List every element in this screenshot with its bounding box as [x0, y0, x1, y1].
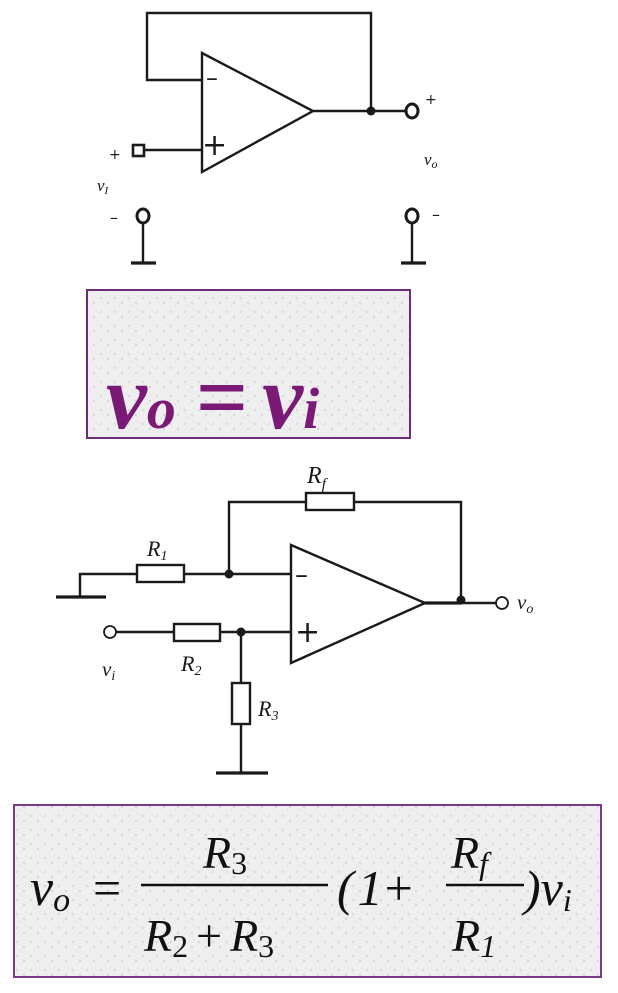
formula-denominator: R2+R3: [143, 910, 274, 964]
resistor-r2: [172, 622, 222, 643]
label-vi: vi: [102, 657, 115, 684]
input-minus-label: –: [110, 208, 118, 227]
formula-amplifier-box: vo = R3 R2+R3 (1+ Rf R1 )vi: [13, 804, 602, 978]
output-voltage-label: vo: [424, 150, 438, 171]
formula-follower-box: vo=vi: [86, 289, 411, 448]
resistor-rf: [304, 491, 356, 512]
amp-output-junction: [456, 595, 466, 605]
output-ground-terminal: [404, 207, 420, 225]
opamp-follower: [200, 51, 316, 175]
output-plus-label: +: [425, 92, 437, 108]
input-terminal: [131, 143, 146, 158]
label-r2: R2: [180, 651, 201, 679]
formula-follower-text: vo=vi: [106, 346, 319, 448]
resistor-r3: [230, 681, 252, 726]
output-minus-label: –: [432, 205, 440, 224]
formula-tail: )vi: [521, 860, 572, 918]
formula-follower-background: [86, 289, 411, 439]
opamp-minus-sign: –: [206, 64, 218, 92]
formula-numerator-rf: Rf: [450, 827, 492, 881]
label-r1: R1: [146, 536, 167, 564]
amp-opamp-plus: +: [295, 615, 320, 650]
formula-denominator-r1: R1: [451, 910, 496, 964]
formula-equals: =: [93, 860, 121, 916]
feedback-wire: [145, 11, 373, 111]
amp-input-terminal: [103, 625, 117, 639]
label-rf: Rf: [306, 463, 329, 493]
input-plus-label: +: [109, 147, 121, 163]
rf-feedback-wire-left: [227, 500, 306, 574]
input-voltage-label: vI: [97, 176, 110, 197]
opamp-amplifier: [289, 543, 428, 665]
formula-paren-group: (1+: [337, 860, 413, 916]
r1-ground-wire: [78, 572, 137, 597]
amp-opamp-minus: –: [295, 560, 308, 590]
noninverting-amplifier-circuit: Rf R1 – + vo vi R2: [56, 463, 533, 775]
formula-amplifier-background: [13, 804, 602, 978]
output-terminal: [404, 102, 420, 120]
voltage-follower-circuit: – + + vo + vI – –: [97, 11, 440, 265]
label-r3: R3: [257, 696, 278, 724]
formula-numerator-r3: R3: [202, 827, 247, 881]
formula-vo: vo: [30, 860, 70, 919]
output-junction: [366, 106, 376, 116]
opamp-plus-sign: +: [202, 128, 227, 163]
rf-feedback-wire-right: [354, 500, 463, 598]
input-ground-terminal: [135, 207, 151, 225]
label-vo: vo: [517, 590, 533, 617]
amp-output-terminal: [495, 596, 509, 610]
resistor-r1: [135, 563, 186, 584]
inverting-junction: [224, 569, 234, 579]
